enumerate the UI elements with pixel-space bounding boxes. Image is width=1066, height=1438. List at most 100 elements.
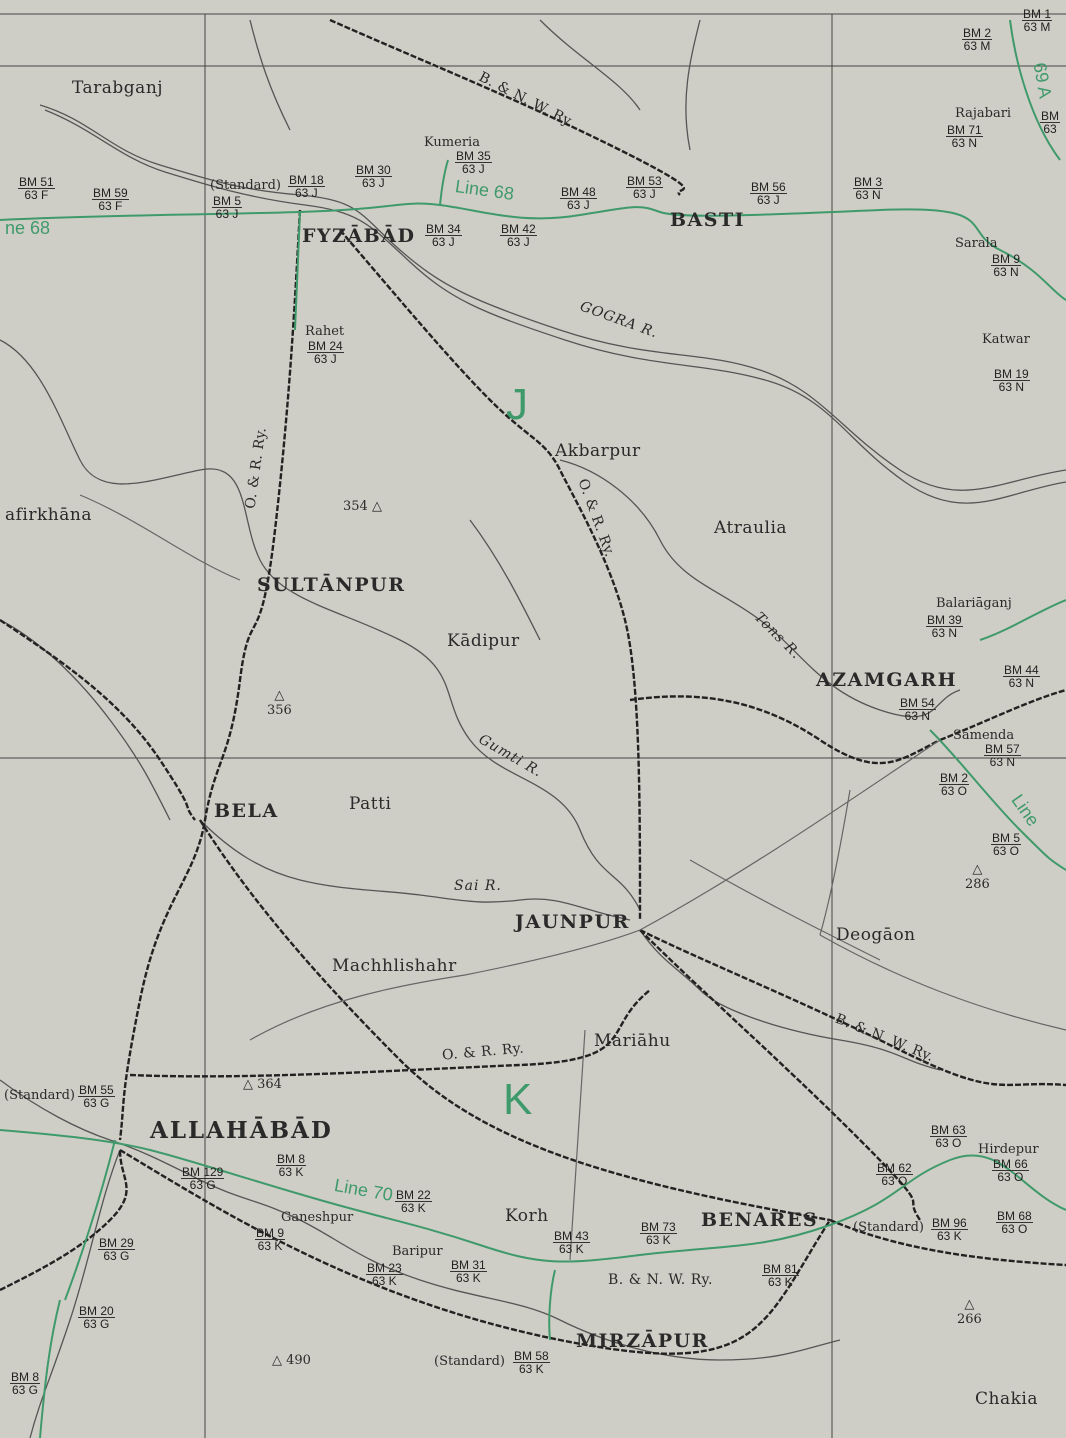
benchmark-sheet: 63 K — [768, 1275, 793, 1289]
river-sai: Sai R. — [454, 878, 502, 894]
town-akbarpur[interactable]: Akbarpur — [555, 441, 641, 461]
benchmark-id: BM 53 — [626, 174, 663, 188]
town-rajabari[interactable]: Rajabari — [955, 106, 1012, 121]
city-sultanpur[interactable]: SULTĀNPUR — [257, 574, 406, 596]
town-ganeshpur[interactable]: Ganeshpur — [281, 1210, 354, 1225]
town-deogaon[interactable]: Deogāon — [836, 925, 916, 945]
benchmark-sheet: 63 N — [951, 136, 978, 150]
town-chakia[interactable]: Chakia — [975, 1389, 1038, 1409]
benchmark-id: BM 19 — [993, 367, 1030, 381]
town-mariahu[interactable]: Mariāhu — [594, 1031, 671, 1051]
town-baripur[interactable]: Baripur — [392, 1244, 443, 1259]
town-patti[interactable]: Patti — [349, 794, 392, 814]
town-korh[interactable]: Korh — [505, 1206, 549, 1226]
spot-height-value: 364 — [257, 1077, 282, 1092]
benchmark-sheet: 63 J — [314, 352, 337, 366]
benchmark-id: BM 68 — [996, 1209, 1033, 1223]
town-atraulia[interactable]: Atraulia — [714, 518, 788, 538]
city-bela[interactable]: BELA — [214, 800, 279, 822]
spot-height-286: △286 — [965, 862, 990, 892]
town-sarala[interactable]: Sarala — [955, 236, 998, 251]
benchmark-id: BM 54 — [899, 696, 936, 710]
spot-height-value: 354 — [343, 499, 368, 514]
benchmark-sheet: 63 J — [633, 187, 656, 201]
city-jaunpur[interactable]: JAUNPUR — [515, 911, 630, 933]
standard-label-fyzabad: (Standard) — [210, 178, 282, 193]
spot-height-490: △ 490 — [272, 1353, 311, 1368]
town-samenda[interactable]: Samenda — [953, 728, 1015, 743]
town-katwar[interactable]: Katwar — [982, 332, 1030, 347]
city-mirzapur[interactable]: MIRZĀPUR — [576, 1330, 709, 1352]
spot-height-value: 490 — [286, 1353, 311, 1368]
town-balariaganj[interactable]: Balariāganj — [936, 596, 1012, 611]
benchmark-sheet: 63 N — [998, 380, 1025, 394]
town-rahet[interactable]: Rahet — [305, 324, 345, 339]
benchmark-id: BM 55 — [78, 1083, 115, 1097]
town-hirdepur[interactable]: Hirdepur — [978, 1142, 1039, 1157]
city-fyzabad[interactable]: FYZĀBĀD — [302, 225, 416, 247]
benchmark-id: BM 66 — [992, 1157, 1029, 1171]
town-tarabganj[interactable]: Tarabganj — [72, 78, 164, 98]
city-benares[interactable]: BENARES — [701, 1209, 819, 1231]
town-kumeria[interactable]: Kumeria — [424, 135, 480, 150]
town-machhlishahr[interactable]: Machhlishahr — [332, 956, 457, 976]
benchmark-sheet: 63 N — [904, 709, 931, 723]
town-kadipur[interactable]: Kādipur — [447, 631, 520, 651]
benchmark-sheet: 63 J — [567, 198, 590, 212]
city-azamgarh[interactable]: AZAMGARH — [816, 669, 958, 691]
city-allahabad[interactable]: ALLAHĀBĀD — [150, 1117, 333, 1144]
benchmark-sheet: 63 N — [931, 626, 958, 640]
benchmark-sheet: 63 O — [935, 1136, 962, 1150]
benchmark-id: BM 29 — [98, 1236, 135, 1250]
benchmark-id: BM 59 — [92, 186, 129, 200]
city-basti[interactable]: BASTI — [670, 209, 746, 231]
town-zafirkhana[interactable]: afirkhāna — [5, 505, 92, 525]
benchmark-sheet: 63 G — [12, 1383, 39, 1397]
